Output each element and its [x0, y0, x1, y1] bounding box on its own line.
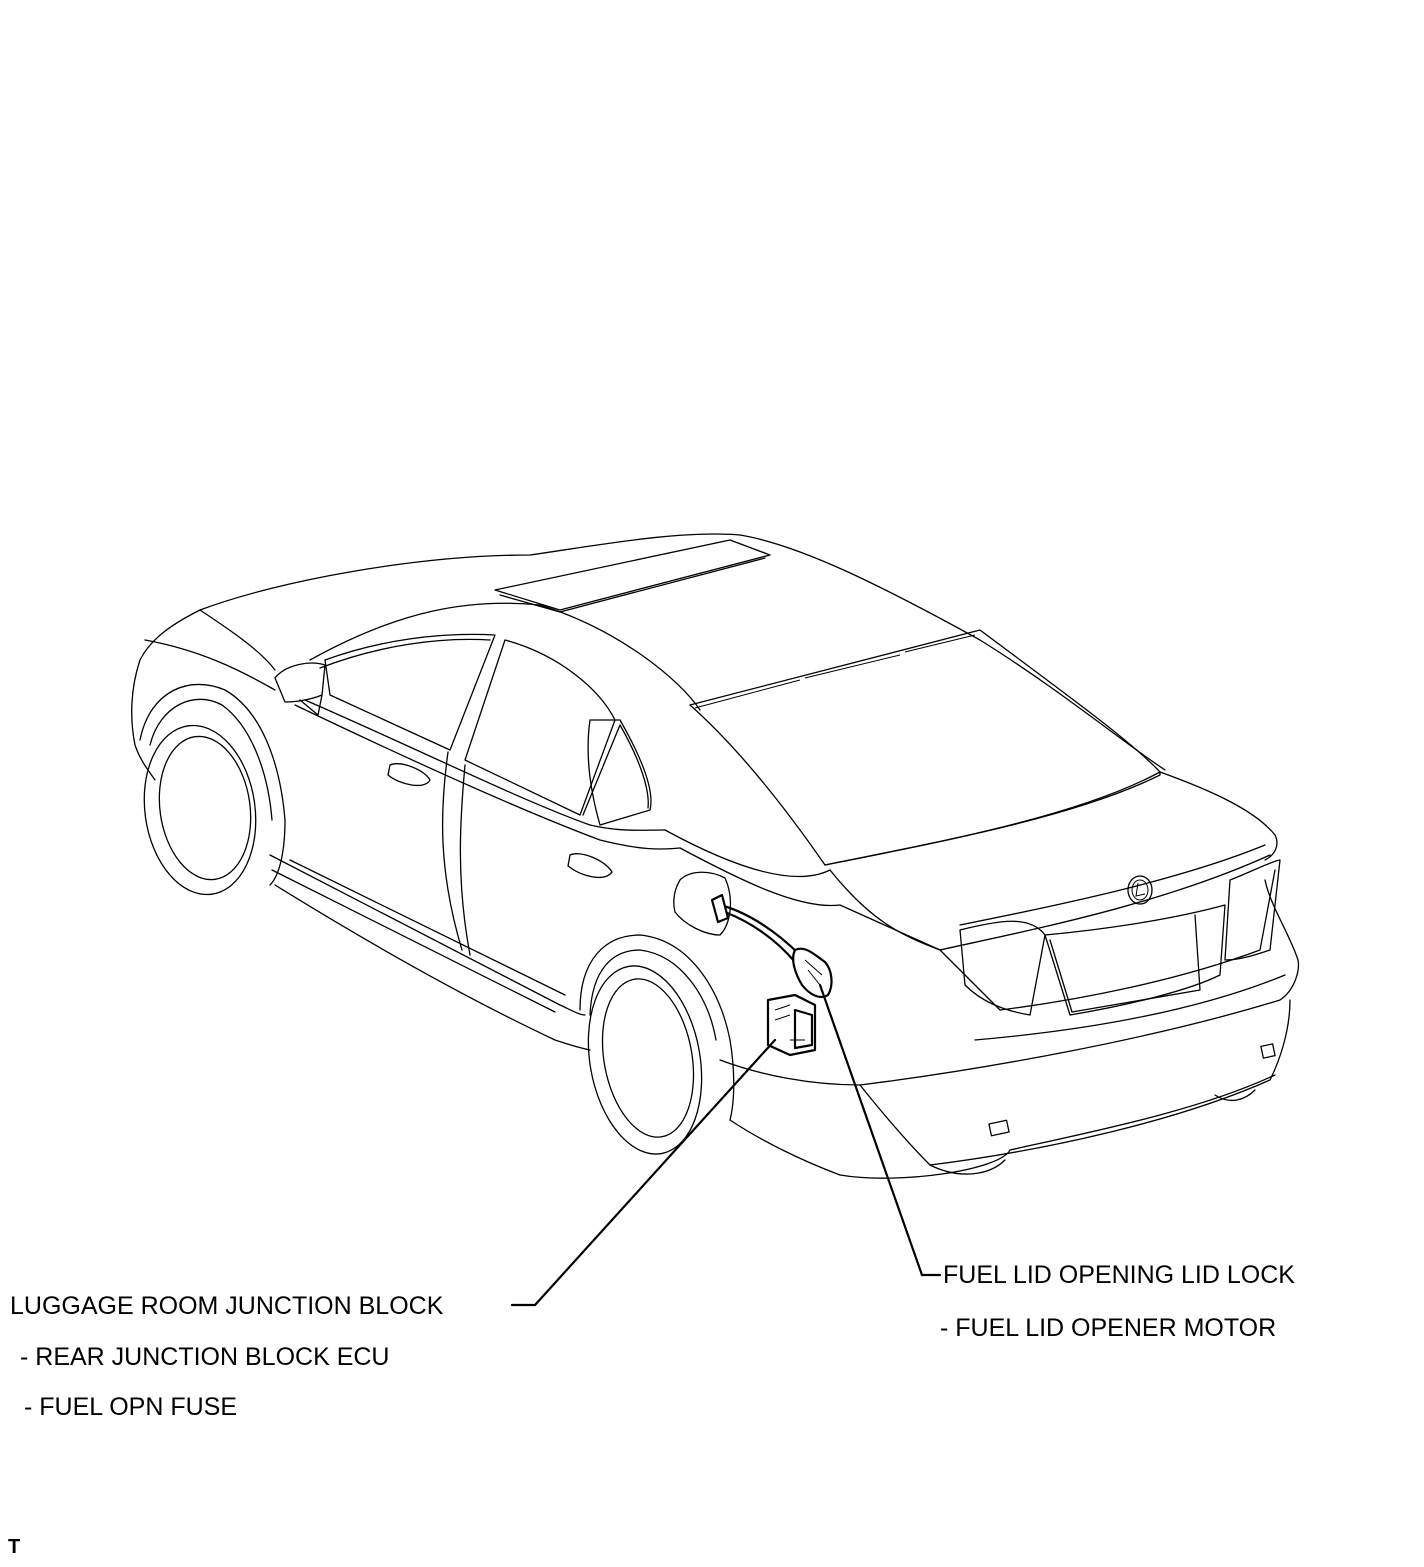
fuel-lid-title: FUEL LID OPENING LID LOCK — [943, 1261, 1295, 1289]
junction-block-title: LUGGAGE ROOM JUNCTION BLOCK — [10, 1292, 444, 1320]
junction-block-leader — [510, 1038, 777, 1307]
fuel-lid-opener-cable — [710, 893, 801, 963]
fuel-lid-item-motor: - FUEL LID OPENER MOTOR — [940, 1314, 1277, 1342]
car-body — [131, 533, 1300, 1179]
junction-block-item-ecu: - REAR JUNCTION BLOCK ECU — [20, 1343, 390, 1371]
junction-block-item-fuse: - FUEL OPN FUSE — [24, 1393, 237, 1421]
fuel-lid-opener-motor-part — [792, 947, 833, 999]
luggage-room-junction-block-part — [766, 993, 817, 1057]
fuel-lid-leader — [818, 983, 942, 1277]
corner-mark: T — [8, 1536, 21, 1558]
leader-lines — [510, 983, 942, 1307]
